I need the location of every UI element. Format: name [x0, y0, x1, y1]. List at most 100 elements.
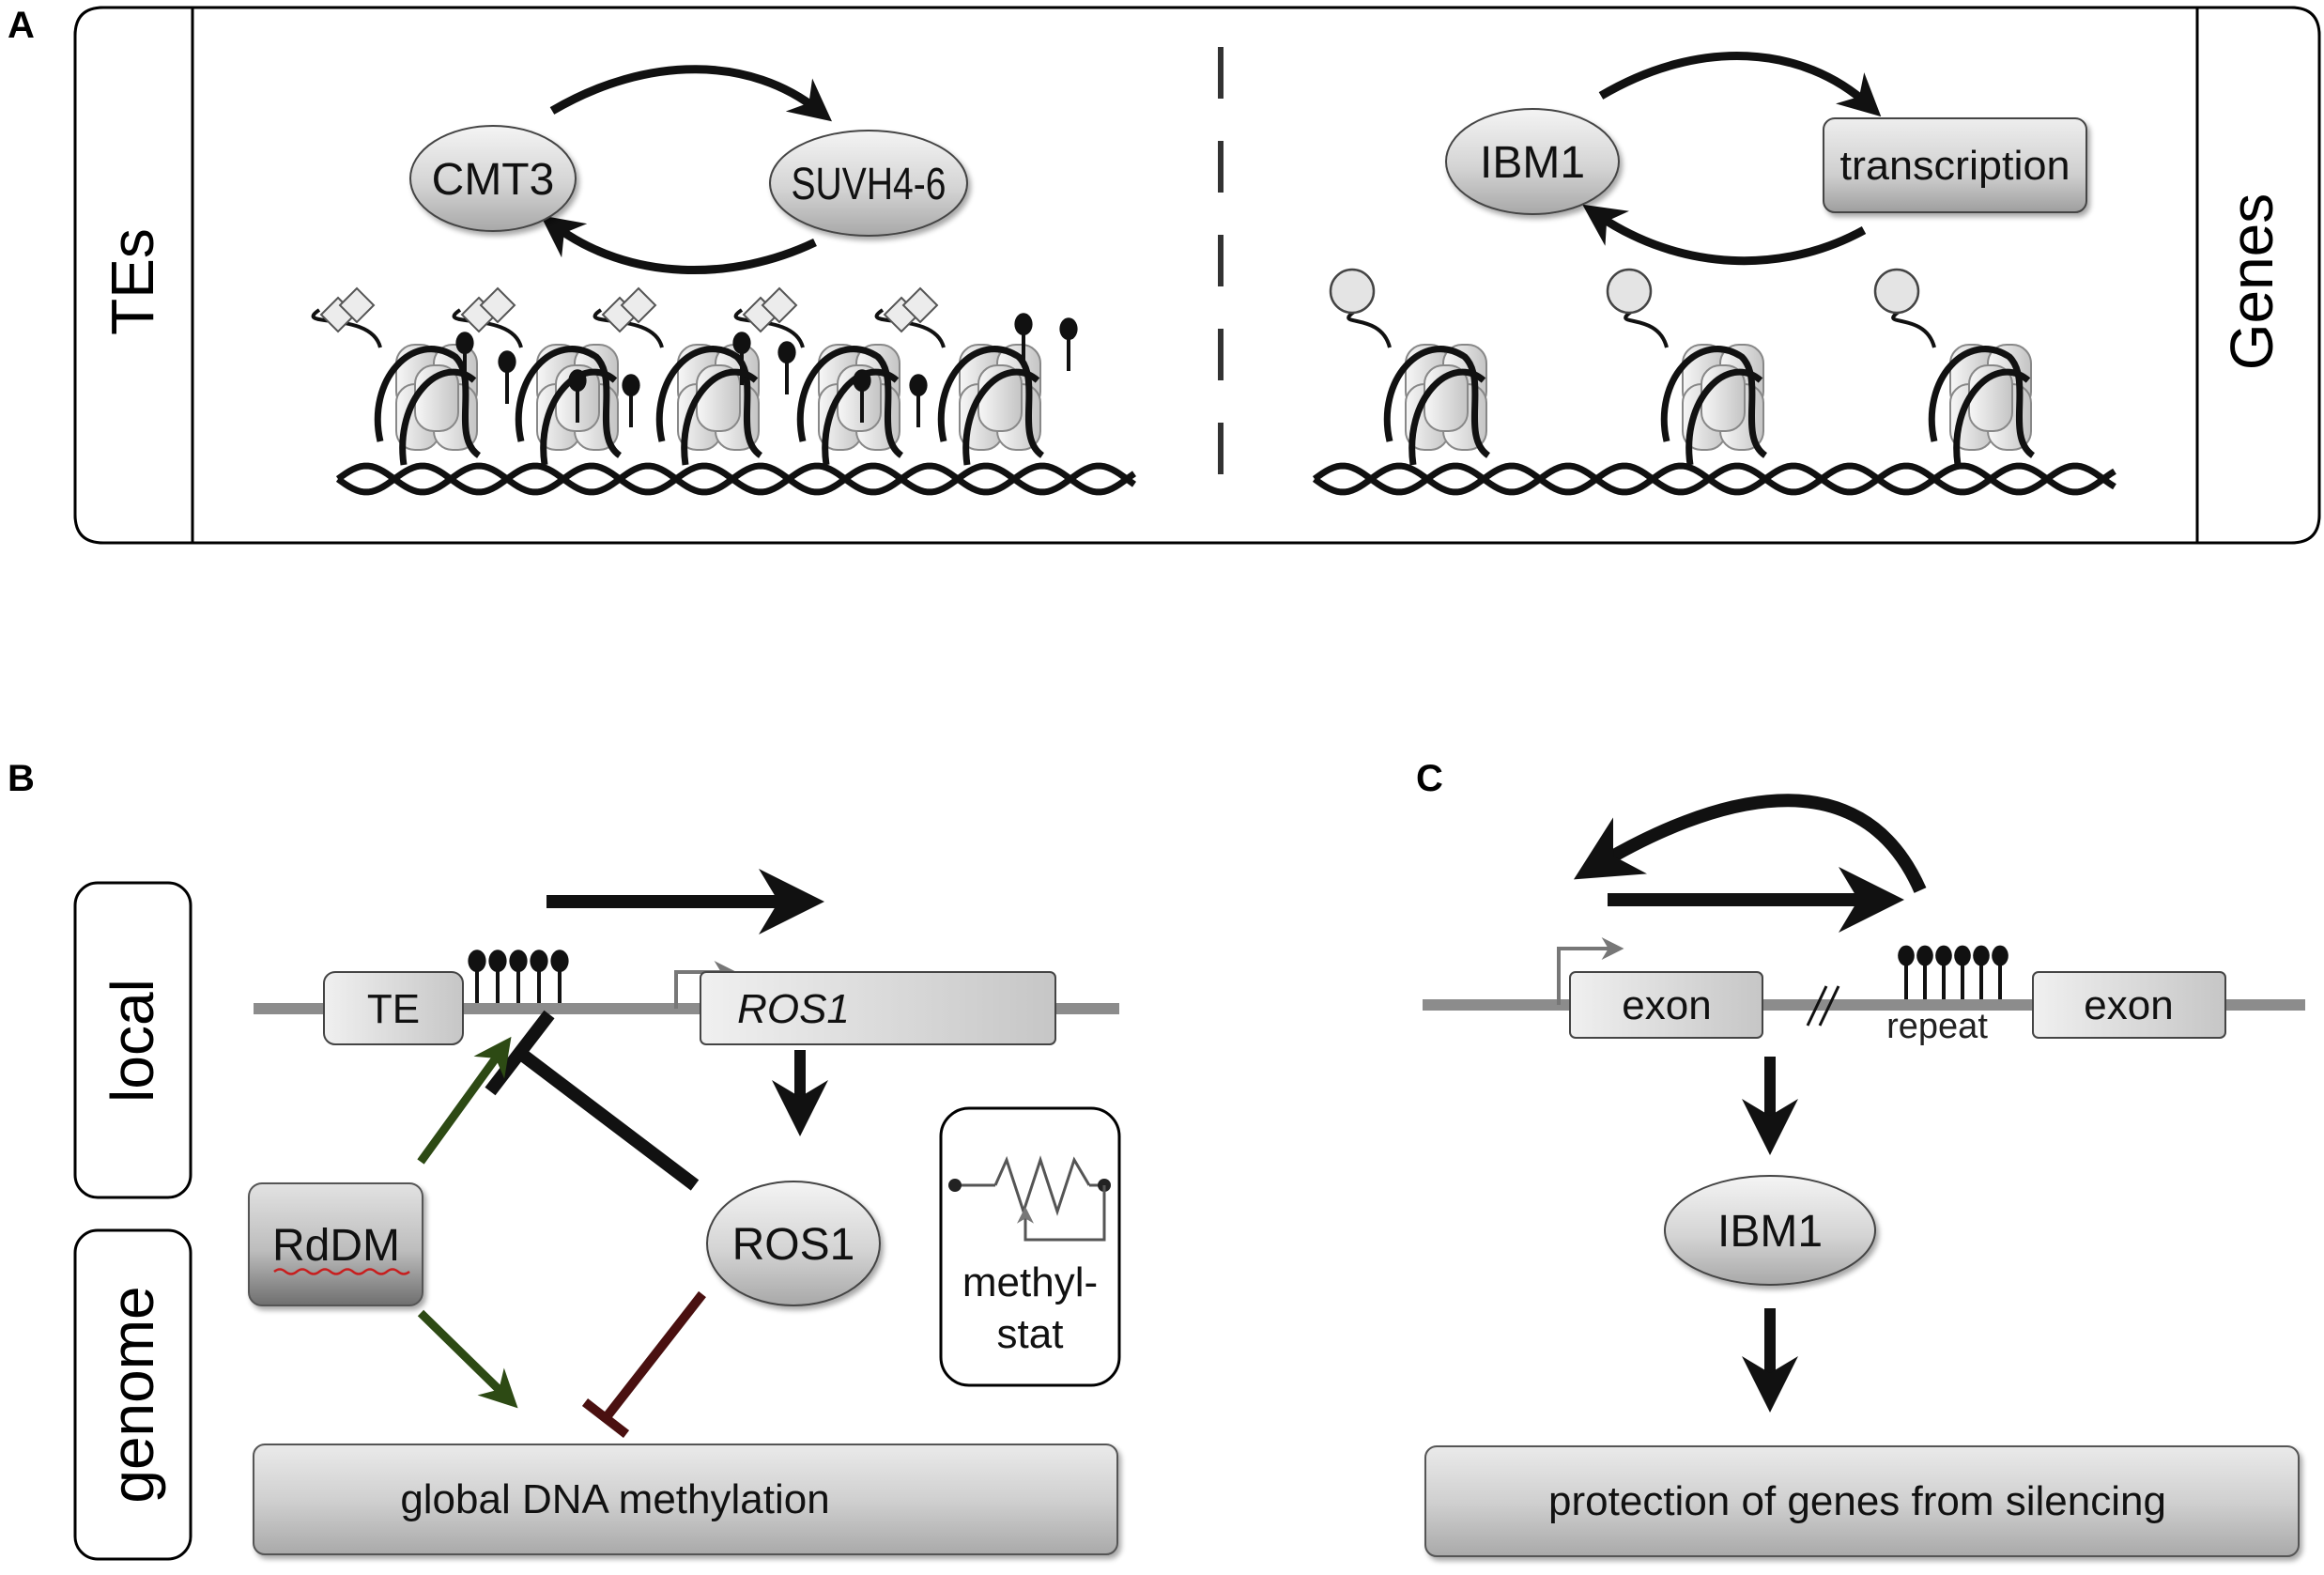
b-methylation-mark-1-head — [468, 950, 486, 973]
gene-nucleosome-1 — [1383, 344, 1491, 466]
gene-nucleosome-3-dna-wrap-2 — [1953, 368, 2031, 466]
transcription-node — [1823, 117, 2087, 213]
protection-label: protection of genes from silencing — [1548, 1478, 2166, 1524]
global-methylation-label: global DNA methylation — [400, 1476, 829, 1522]
local-label-box — [73, 881, 192, 1199]
protection-bar — [1424, 1445, 2300, 1557]
ibm1-oval-c — [1664, 1175, 1876, 1286]
te-nucleosome-4-dna-wrap-2 — [822, 368, 900, 466]
c-methylation-mark-1-head — [1898, 945, 1915, 966]
transcription-label: transcription — [1840, 143, 2070, 189]
suvh-oval — [769, 130, 968, 237]
genes-label: Genes — [2218, 193, 2286, 371]
gene-nucleosome-1-dna-wrap-2 — [1408, 368, 1486, 466]
feedback-arrow — [1573, 794, 1927, 893]
te-dna-methylation-4-head — [622, 374, 640, 397]
cmt3-to-suvh-arrow — [549, 65, 833, 122]
te-nucleosome-4 — [796, 344, 904, 466]
gene-nucleosome-2-dna-wrap-1 — [1660, 346, 1768, 458]
panel-a-letter: A — [8, 5, 35, 46]
genes-label-tab — [2195, 6, 2321, 545]
ibm1-label-c: IBM1 — [1717, 1207, 1823, 1257]
suvh-to-cmt3-arrow — [540, 215, 817, 275]
te-nucleosome-2 — [515, 344, 623, 466]
te-h3k9-mark-b-1 — [338, 286, 376, 324]
methylstat-label-line1: methyl- — [962, 1259, 1098, 1305]
te-nucleosome-5 — [937, 344, 1045, 466]
c-methylation-marks — [1898, 945, 2008, 999]
te-dna-methylation-6-head — [777, 341, 796, 364]
te-nucleosome-5-dna-wrap-1 — [937, 346, 1045, 458]
exon-label-1: exon — [1622, 982, 1711, 1028]
rddm-to-local-arrow — [417, 1036, 512, 1165]
transcription-box — [1823, 117, 2087, 213]
te-nucleosome-3 — [655, 344, 763, 466]
b-methylation-mark-5-head — [550, 950, 569, 973]
cmt3-oval — [409, 125, 577, 232]
intron-break-mark-1 — [1806, 985, 1828, 1027]
gene-chromatin — [1312, 268, 2116, 496]
te-dna-methylation-1-head — [455, 332, 474, 355]
global-methylation-node — [253, 1444, 1118, 1555]
te-box — [323, 971, 464, 1045]
ros1-gene-label: ROS1 — [737, 986, 850, 1032]
b-methylation-mark-3-head — [509, 950, 528, 973]
cmt3-label: CMT3 — [432, 155, 555, 205]
c-methylation-mark-3-head — [1935, 945, 1952, 966]
te-h3k9-mark-b-5 — [901, 286, 939, 324]
te-dna-methylation-9-head — [1014, 313, 1033, 336]
protection-node — [1424, 1445, 2300, 1557]
methylstat-box — [939, 1106, 1121, 1387]
gene-dna-strand-2 — [1312, 462, 2116, 496]
gene-nucleosome-1-dna-wrap-1 — [1383, 346, 1491, 458]
gene-histone-tail-2 — [1624, 308, 1669, 348]
te-h3k9-mark-b-4 — [761, 286, 798, 324]
gene-histone-mark-2 — [1606, 268, 1653, 315]
rddm-label: RdDM — [272, 1221, 400, 1271]
panel-a-frame — [73, 6, 2321, 545]
rddm-spellcheck-underline — [273, 1268, 410, 1275]
ros1-protein-label: ROS1 — [732, 1220, 855, 1270]
te-nucleosome-2-dna-wrap-1 — [515, 346, 623, 458]
ros1-inhibits-local-line — [516, 1048, 700, 1191]
te-dna-strand-1 — [335, 462, 1137, 496]
te-dna-methylation-10-head — [1059, 317, 1078, 341]
ibm1-node-c — [1664, 1175, 1876, 1286]
c-methylation-mark-2-head — [1916, 945, 1933, 966]
transcription-to-ibm1-arrow — [1582, 204, 1867, 266]
panel-a: A TEs Genes CMT3 SUVH4-6 IBM1 transcript… — [8, 5, 2321, 545]
ros1-inhibits-global-bar — [581, 1398, 630, 1438]
ros1-protein-oval — [706, 1181, 881, 1306]
ros1-gene-box — [700, 971, 1056, 1045]
exon-box-1 — [1569, 971, 1763, 1039]
gene-dna-strand-1 — [1312, 462, 2116, 496]
te-dna-methylation-2-head — [498, 350, 516, 374]
genome-label-box — [73, 1228, 192, 1561]
ros1-protein-node — [706, 1181, 881, 1306]
te-nucleosome-4-dna-wrap-1 — [796, 346, 904, 458]
exon-label-2: exon — [2084, 982, 2173, 1028]
te-dna-methylation-8-head — [909, 374, 928, 397]
gene-nucleosome-3-dna-wrap-1 — [1928, 346, 2036, 458]
b-methylation-marks — [468, 950, 569, 1003]
te-dna-methylation-5-head — [732, 332, 751, 355]
te-nucleosome-3-dna-wrap-1 — [655, 346, 763, 458]
intron-break-mark-2 — [1818, 985, 1840, 1027]
gene-histone-mark-3 — [1873, 268, 1920, 315]
panel-c: C exon repeat exon IBM1 protection of ge… — [1416, 758, 2305, 1557]
c-methylation-mark-5-head — [1973, 945, 1990, 966]
gene-histone-mark-1 — [1329, 268, 1376, 315]
te-dna-methylation-7-head — [853, 369, 871, 393]
c-methylation-mark-4-head — [1954, 945, 1971, 966]
te-h3k9-mark-b-3 — [620, 286, 657, 324]
te-nucleosome-5-dna-wrap-2 — [962, 368, 1040, 466]
b-methylation-mark-4-head — [530, 950, 548, 973]
suvh-label: SUVH4-6 — [792, 160, 947, 209]
te-nucleosome-2-dna-wrap-2 — [540, 368, 618, 466]
global-methylation-bar — [253, 1444, 1118, 1555]
ibm1-label-a: IBM1 — [1480, 138, 1585, 188]
c-methylation-mark-6-head — [1992, 945, 2008, 966]
exon-box-2 — [2032, 971, 2226, 1039]
gene-nucleosome-3 — [1928, 344, 2036, 466]
